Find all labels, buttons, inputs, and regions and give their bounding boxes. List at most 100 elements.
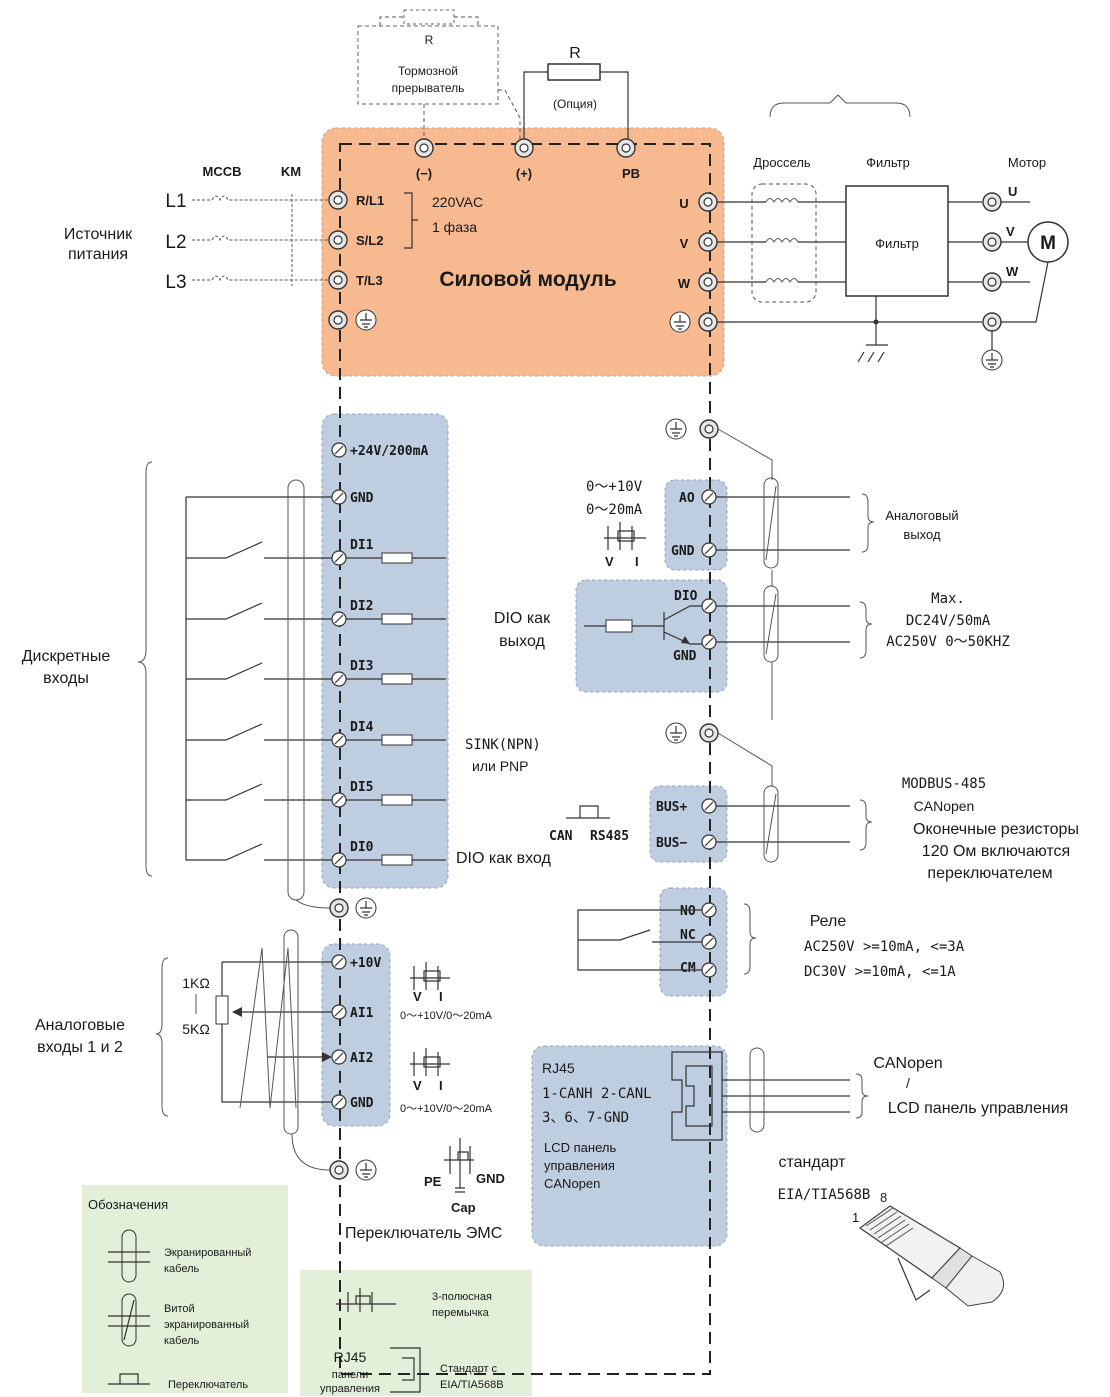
l1-label: L1 (165, 191, 186, 212)
rj45-plug-icon (858, 1205, 1005, 1307)
ao-voltage-range: 0〜+10V (586, 479, 643, 495)
km-label: KM (281, 164, 301, 179)
emc-switch-icon (444, 1138, 474, 1193)
legend-jumper-1: 3-полюсная (432, 1291, 492, 1303)
terminal-pb: PB (622, 166, 640, 181)
ai-shield-cable (283, 929, 299, 1135)
ao-current-range: 0〜20mA (586, 502, 643, 518)
terminal-di4: DI4 (350, 720, 374, 735)
rj45-standard-label: стандарт (779, 1154, 847, 1171)
ao-terminals (701, 489, 717, 558)
dio-terminals (701, 598, 717, 650)
drive-enclosure (339, 143, 711, 1375)
terminal-dio: DIO (674, 589, 698, 604)
choke-label: Дроссель (753, 155, 811, 170)
dio-dc-rating: DC24V/50mA (906, 613, 991, 629)
rj45-legend-icon (390, 1347, 421, 1393)
ao-twisted-cable (763, 477, 779, 569)
brake-r-label: R (425, 33, 434, 47)
switch-icon (108, 1373, 150, 1385)
choke-coils (765, 198, 799, 284)
modbus-label: MODBUS-485 (902, 776, 986, 792)
legend-rj45-3: управления (320, 1383, 380, 1395)
dio-twisted-cable (763, 585, 779, 663)
terminal-minus: (−) (416, 166, 432, 181)
relay-label: Реле (810, 913, 847, 930)
power-source-label: Источник (64, 226, 133, 243)
terminal-plus: (+) (516, 166, 532, 181)
legend-jumper-2: перемычка (432, 1307, 490, 1319)
terminal-di0: DI0 (350, 840, 374, 855)
ai1-sw-i: I (439, 989, 443, 1004)
rj45-shield-cable (749, 1047, 765, 1133)
termination-label-3: переключателем (927, 865, 1052, 882)
digital-inputs-label-2: входы (43, 670, 89, 687)
legend-rj45: RJ45 (334, 1349, 367, 1365)
bus-terminals (701, 798, 717, 850)
ai-ground-terminal (291, 1133, 377, 1181)
legend-twist-3: кабель (164, 1335, 200, 1347)
motor-m: M (1040, 233, 1056, 254)
motor-v: V (1006, 224, 1015, 239)
terminal-ai1: AI1 (350, 1006, 374, 1021)
power-source-label-2: питания (68, 246, 128, 263)
bus-twisted-cable (763, 785, 779, 863)
input-lines (192, 194, 330, 286)
rj45-standard-code: EIA/TIA568B (778, 1187, 871, 1203)
legend-twist-1: Витой (164, 1303, 195, 1315)
rj45-socket-icon (671, 1051, 850, 1141)
terminal-gnd-dio: GND (673, 649, 697, 664)
ao-ground-terminal (665, 418, 773, 480)
dio-max-label: Max. (931, 591, 965, 607)
option-resistor (547, 63, 601, 81)
power-module-title: Силовой модуль (439, 268, 616, 291)
choke-box (751, 183, 817, 303)
dio-input-label: DIO как вход (456, 850, 551, 867)
relay-contacts (577, 909, 702, 971)
rj45-lcd-2: управления (544, 1158, 615, 1173)
emc-pe: PE (424, 1174, 442, 1189)
pot-1k: 1KΩ (182, 975, 210, 991)
canopen-label: CANopen (914, 798, 975, 814)
legend-twist-2: экранированный (164, 1319, 249, 1331)
termination-label: Оконечные резисторы (913, 821, 1079, 838)
terminal-di1: DI1 (350, 538, 374, 553)
potentiometer (215, 995, 229, 1025)
terminal-r: R/L1 (356, 193, 384, 208)
emc-switch-label: Переключатель ЭМС (345, 1225, 502, 1242)
terminal-t: T/L3 (356, 273, 383, 288)
dio-ac-rating: AC250V 0〜50KHZ (886, 634, 1010, 650)
di-resistors (346, 552, 446, 866)
dc-terminals (414, 138, 636, 158)
brake-chopper-label-2: прерыватель (392, 81, 465, 95)
filter-box-label: Фильтр (875, 236, 919, 251)
vac-label: 220VAC (432, 194, 483, 210)
analog-inputs-label: Аналоговые (35, 1017, 125, 1034)
ai1-jumper-icon (410, 962, 450, 990)
filter-box (845, 185, 949, 297)
brake-chopper-box (357, 25, 499, 105)
brake-resistor-dashed (403, 9, 455, 25)
rj45-block (531, 1045, 728, 1247)
motor-u: U (1008, 184, 1017, 199)
motor-w: W (1006, 264, 1019, 279)
ai2-sw-v: V (413, 1078, 422, 1093)
terminal-di2: DI2 (350, 599, 373, 614)
shielded-cable-icon (108, 1229, 150, 1283)
ao-jumper-icon (604, 522, 646, 550)
motor-label: Мотор (1008, 155, 1046, 170)
termination-label-2: 120 Ом включаются (922, 843, 1070, 860)
rj45-pin8: 8 (880, 1190, 887, 1205)
terminal-busp: BUS+ (656, 800, 687, 815)
terminal-v: V (680, 236, 689, 251)
terminal-ao: AO (679, 491, 695, 506)
terminal-gnd-ao: GND (671, 544, 695, 559)
legend-box-left (82, 1185, 288, 1393)
can-rs485-switch-icon (566, 805, 610, 819)
legend-std-2: EIA/TIA568B (440, 1379, 504, 1391)
mccb-label: MCCB (203, 164, 242, 179)
pot-5k: 5KΩ (182, 1021, 210, 1037)
ai2-jumper-icon (410, 1048, 450, 1076)
pnp-label: или PNP (472, 758, 529, 774)
